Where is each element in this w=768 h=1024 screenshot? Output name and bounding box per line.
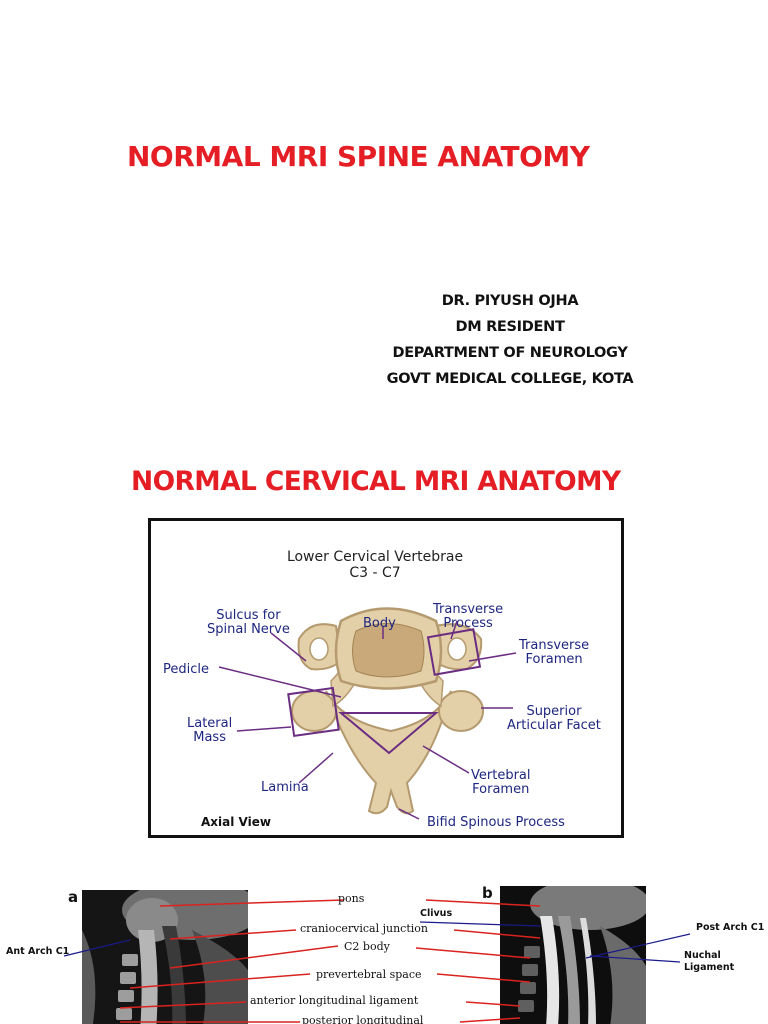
label-ant-arch-c1: Ant Arch C1 bbox=[6, 946, 70, 957]
diagram-heading-line2: C3 - C7 bbox=[349, 565, 401, 581]
vertebra-illustration bbox=[218, 607, 517, 820]
label-pedicle: Pedicle bbox=[163, 662, 209, 677]
section-title: NORMAL CERVICAL MRI ANATOMY bbox=[131, 466, 621, 497]
label-lamina: Lamina bbox=[261, 780, 309, 795]
author-block: DR. PIYUSH OJHA DM RESIDENT DEPARTMENT O… bbox=[360, 288, 660, 392]
mri-b-image bbox=[500, 886, 646, 1024]
label-clivus: Clivus bbox=[420, 908, 453, 919]
label-nuchal-ligament: Nuchal Ligament bbox=[684, 950, 735, 973]
label-transverse-process: Transverse Process bbox=[433, 602, 504, 631]
label-sulcus: Sulcus for Spinal Nerve bbox=[207, 608, 290, 637]
panel-b-letter: b bbox=[482, 884, 493, 902]
label-craniocervical-junction: craniocervical junction bbox=[300, 922, 428, 935]
label-transverse-foramen: Transverse Foramen bbox=[519, 638, 590, 667]
mri-pointer-lines bbox=[63, 899, 691, 1023]
label-post-arch-c1: Post Arch C1 bbox=[696, 922, 765, 933]
panel-a-letter: a bbox=[68, 888, 79, 906]
label-pons: pons bbox=[338, 892, 365, 905]
label-body: Body bbox=[363, 616, 396, 631]
label-bifid-spinous-process: Bifid Spinous Process bbox=[427, 815, 565, 830]
slide-title: NORMAL MRI SPINE ANATOMY bbox=[127, 140, 590, 173]
author-role: DM RESIDENT bbox=[455, 319, 565, 335]
diagram-heading: Lower Cervical Vertebrae C3 - C7 bbox=[265, 549, 485, 581]
label-posterior-longitudinal: posterior longitudinal bbox=[302, 1014, 424, 1024]
left-lateral-mass bbox=[291, 690, 337, 732]
vertebra-diagram: Lower Cervical Vertebrae C3 - C7 Sulcus … bbox=[148, 518, 624, 838]
mri-panel-a bbox=[82, 890, 248, 1024]
axial-view-caption: Axial View bbox=[201, 815, 271, 829]
author-department: DEPARTMENT OF NEUROLOGY bbox=[392, 345, 628, 361]
label-lateral-mass: Lateral Mass bbox=[187, 716, 233, 745]
label-superior-articular-facet: Superior Articular Facet bbox=[507, 704, 601, 733]
label-c2-body: C2 body bbox=[344, 940, 390, 953]
author-institution: GOVT MEDICAL COLLEGE, KOTA bbox=[386, 371, 634, 387]
author-name: DR. PIYUSH OJHA bbox=[441, 293, 579, 309]
label-anterior-longitudinal-ligament: anterior longitudinal ligament bbox=[250, 994, 419, 1007]
mri-figure: a b bbox=[0, 876, 768, 1024]
label-prevertebral-space: prevertebral space bbox=[316, 968, 422, 981]
mri-a-image bbox=[82, 890, 248, 1024]
diagram-heading-line1: Lower Cervical Vertebrae bbox=[286, 549, 464, 565]
label-vertebral-foramen: Vertebral Foramen bbox=[471, 768, 531, 797]
right-articular-facet bbox=[438, 690, 484, 732]
mri-panel-b bbox=[500, 886, 646, 1024]
vertebral-foramen bbox=[338, 712, 439, 755]
